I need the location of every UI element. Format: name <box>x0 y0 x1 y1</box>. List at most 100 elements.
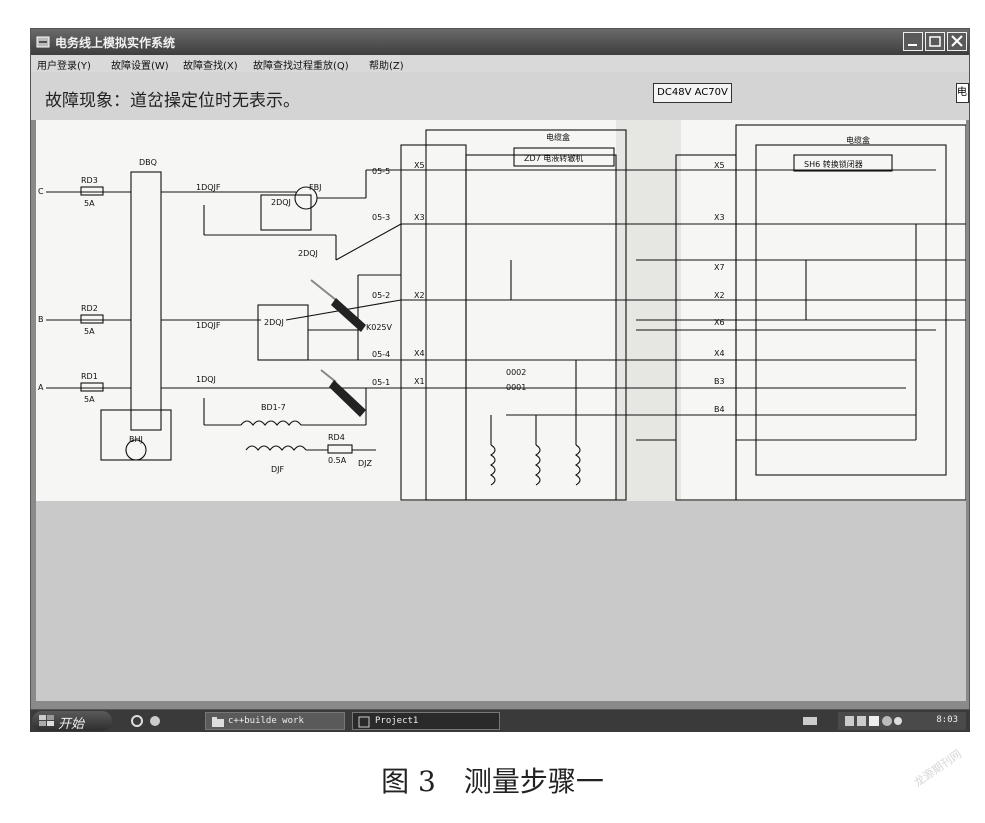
close-button[interactable] <box>947 32 967 51</box>
tray-network-icon[interactable] <box>844 714 904 728</box>
label-djz: DJZ <box>358 459 373 468</box>
label-rd1: RD1 <box>81 372 98 381</box>
windows-logo-icon <box>39 715 54 726</box>
taskbar: 开始 c++builde work Project1 8:03 <box>30 710 970 732</box>
figure-caption: 图 3 测量步骤一 <box>381 765 604 798</box>
label-rd3: RD3 <box>81 176 98 185</box>
label-b4: B4 <box>714 405 725 414</box>
label-x3: X3 <box>414 213 425 222</box>
test-probe-lower[interactable] <box>320 369 366 417</box>
label-0002: 0002 <box>506 368 526 377</box>
label-x2-right: X2 <box>714 291 725 300</box>
bhj-circle <box>125 439 147 461</box>
workspace-empty-area <box>36 501 966 701</box>
fuse-rd2 <box>80 314 104 324</box>
edge-field[interactable]: 电 <box>956 83 969 103</box>
circuit-schematic: DBQ FBJ C B A RD3 5A RD2 5A RD1 5A RD4 0… <box>36 120 966 501</box>
menu-user-login[interactable]: 用户登录(Y) <box>37 61 91 72</box>
quicklaunch-media-icon[interactable] <box>148 714 162 728</box>
project-app-icon <box>358 716 370 728</box>
maximize-icon <box>929 36 941 47</box>
label-phase-b: B <box>38 315 44 324</box>
label-x6: X6 <box>714 318 725 327</box>
folder-icon <box>212 717 224 727</box>
fault-description: 故障现象：道岔操定位时无表示。 <box>45 91 300 111</box>
menu-help[interactable]: 帮助(Z) <box>369 61 404 72</box>
label-x1: X1 <box>414 377 425 386</box>
label-bhj: BHJ <box>129 435 143 444</box>
label-05-5: 05-5 <box>372 167 390 176</box>
task-cpp-builder-label: c++builde work <box>228 716 304 726</box>
fuse-rd1 <box>80 382 104 392</box>
label-0001: 0001 <box>506 383 526 392</box>
task-project1-label: Project1 <box>375 716 419 726</box>
label-05-3: 05-3 <box>372 213 390 222</box>
system-tray: 8:03 <box>838 712 966 730</box>
clock: 8:03 <box>936 715 958 725</box>
label-x4: X4 <box>414 349 425 358</box>
cable-box-right <box>735 124 966 501</box>
app-icon <box>36 36 50 48</box>
fuse-rd4 <box>327 444 353 454</box>
status-row: 故障现象：道岔操定位时无表示。 DC48V AC70V 电 <box>31 72 969 120</box>
minimize-icon <box>908 44 917 46</box>
close-icon <box>951 35 963 47</box>
fuse-rd3 <box>80 186 104 196</box>
meter-range-button[interactable]: DC48V AC70V <box>653 83 732 103</box>
label-bd17: BD1-7 <box>261 403 286 412</box>
label-x4-right: X4 <box>714 349 725 358</box>
schematic-drawing: DBQ FBJ C B A RD3 5A RD2 5A RD1 5A RD4 0… <box>38 120 966 501</box>
label-rd4-val: 0.5A <box>328 456 347 465</box>
window-title: 电务线上模拟实作系统 <box>55 36 176 50</box>
label-2dqj-mid: 2DQJ <box>298 249 318 258</box>
zd7-label-box <box>513 147 615 167</box>
start-label: 开始 <box>58 717 85 732</box>
label-05-1: 05-1 <box>372 378 390 387</box>
maximize-button[interactable] <box>925 32 945 51</box>
label-x5: X5 <box>414 161 425 170</box>
label-1dqjf-top: 1DQJF <box>196 183 221 192</box>
label-k025v: K025V <box>366 323 393 332</box>
label-x3-right: X3 <box>714 213 725 222</box>
label-dbq: DBQ <box>139 158 157 167</box>
label-x7: X7 <box>714 263 725 272</box>
dbq-box <box>130 171 162 431</box>
menu-fault-search[interactable]: 故障查找(X) <box>183 61 238 72</box>
label-b3: B3 <box>714 377 725 386</box>
title-bar: 电务线上模拟实作系统 <box>31 29 969 55</box>
label-x5-right: X5 <box>714 161 725 170</box>
label-2dqj-bot: 2DQJ <box>264 318 284 327</box>
app-window: 电务线上模拟实作系统 用户登录(Y) 故障设置(W) 故障查找(X) 故障查找过… <box>30 28 970 710</box>
label-05-4: 05-4 <box>372 350 390 359</box>
menu-fault-setup[interactable]: 故障设置(W) <box>111 61 169 72</box>
label-rd2: RD2 <box>81 304 98 313</box>
task-project1[interactable]: Project1 <box>352 712 500 730</box>
menu-fault-replay[interactable]: 故障查找过程重放(Q) <box>253 61 349 72</box>
page-fold-shading <box>616 120 681 501</box>
label-rd4: RD4 <box>328 433 345 442</box>
label-rd3-val: 5A <box>84 199 95 208</box>
label-cable-box-right: 电缆盒 <box>846 135 870 145</box>
cable-box-left <box>400 144 467 501</box>
label-phase-c: C <box>38 187 44 196</box>
label-phase-a: A <box>38 383 44 392</box>
label-1dqj-bot: 1DQJ <box>196 375 216 384</box>
start-button[interactable]: 开始 <box>32 711 112 732</box>
label-rd2-val: 5A <box>84 327 95 336</box>
label-fbj: FBJ <box>309 183 321 192</box>
label-djf: DJF <box>271 465 285 474</box>
keyboard-icon[interactable] <box>802 716 818 726</box>
sh6-label-box <box>793 154 893 172</box>
test-probe-upper[interactable] <box>310 279 366 332</box>
label-05-2: 05-2 <box>372 291 390 300</box>
label-rd1-val: 5A <box>84 395 95 404</box>
quicklaunch-browser-icon[interactable] <box>130 714 144 728</box>
label-1dqjf-mid: 1DQJF <box>196 321 221 330</box>
label-sh6: SH6 转换锁闭器 <box>804 159 863 169</box>
label-zd7: ZD7 电液转辙机 <box>524 153 583 163</box>
label-cable-box-left: 电缆盒 <box>546 132 570 142</box>
task-cpp-builder[interactable]: c++builde work <box>205 712 345 730</box>
label-2dqj-top: 2DQJ <box>271 198 291 207</box>
menu-bar: 用户登录(Y) 故障设置(W) 故障查找(X) 故障查找过程重放(Q) 帮助(Z… <box>31 55 969 72</box>
minimize-button[interactable] <box>903 32 923 51</box>
